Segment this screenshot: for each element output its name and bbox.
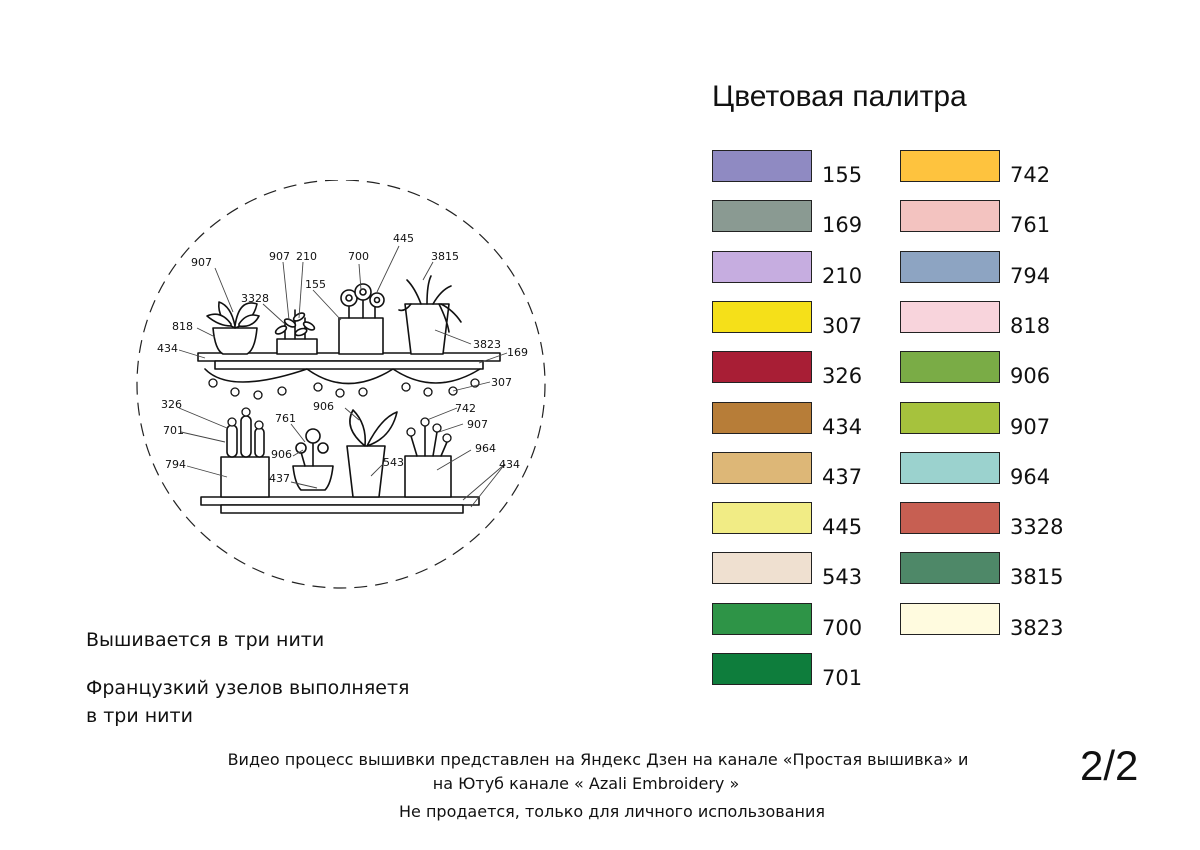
lower-shelf (200, 496, 480, 506)
swatch-code-434: 434 (822, 414, 863, 439)
label-3823: 3823 (473, 338, 501, 351)
label-434: 434 (499, 458, 520, 471)
label-434: 434 (157, 342, 178, 355)
label-794: 794 (165, 458, 186, 471)
label-907: 907 (467, 418, 488, 431)
swatch-code-742: 742 (1010, 163, 1051, 187)
swatch-code-543: 543 (822, 565, 863, 590)
pot-succulent (212, 327, 258, 355)
swatch-169 (712, 200, 812, 233)
label-700: 700 (348, 250, 369, 263)
label-543: 543 (383, 456, 404, 469)
pot-small-leaves (276, 338, 318, 355)
swatch-code-326: 326 (822, 364, 863, 389)
pot-grass (404, 303, 450, 355)
palette-title: Цветовая палитра (712, 80, 967, 113)
pot-berries (404, 455, 452, 498)
swatch-307 (712, 300, 812, 333)
swatch-761 (900, 200, 1000, 233)
footer-video-info-line2: на Ютуб канале « Azali Embroidery » (432, 774, 740, 793)
page-number: 2/2 (1080, 742, 1139, 789)
three-threads-note: Вышивается в три нити (86, 629, 325, 651)
swatch-code-169: 169 (822, 213, 863, 238)
swatch-code-964: 964 (1010, 464, 1051, 489)
swatch-794 (900, 250, 1000, 283)
swatch-434 (712, 401, 812, 434)
swatch-210 (712, 250, 812, 283)
swatch-code-445: 445 (822, 515, 863, 540)
label-907: 907 (269, 250, 290, 263)
footer-license-note: Не продается, только для личного использ… (398, 802, 826, 821)
pot-cactus (220, 456, 270, 498)
label-907: 907 (191, 256, 212, 269)
swatch-code-3815: 3815 (1010, 565, 1064, 590)
label-906: 906 (313, 400, 334, 413)
pot-flowers (338, 317, 384, 355)
pot-flower (292, 465, 334, 491)
swatch-code-3823: 3823 (1010, 615, 1064, 640)
swatch-437 (712, 451, 812, 484)
swatch-543 (712, 552, 812, 585)
swatch-700 (712, 602, 812, 635)
hoop-outline (136, 180, 546, 589)
french-knots-note-line2: в три нити (86, 705, 193, 727)
swatch-155 (712, 150, 812, 182)
swatch-3815 (900, 552, 1000, 585)
swatch-code-155: 155 (822, 163, 863, 187)
swatch-code-761: 761 (1010, 213, 1051, 238)
swatch-code-906: 906 (1010, 364, 1051, 389)
swatch-906 (900, 351, 1000, 384)
pot-tall-leaves (346, 445, 386, 498)
swatch-742 (900, 150, 1000, 182)
swatch-326 (712, 351, 812, 384)
swatch-445 (712, 502, 812, 535)
label-307: 307 (491, 376, 512, 389)
swatch-3328 (900, 502, 1000, 535)
label-906: 906 (271, 448, 292, 461)
french-knots-note-line1: Французкий узелов выполняетя (86, 677, 410, 699)
swatch-701 (712, 653, 812, 685)
label-326: 326 (161, 398, 182, 411)
swatch-code-210: 210 (822, 263, 863, 288)
garland-beads (208, 378, 480, 400)
swatch-code-307: 307 (822, 313, 863, 338)
swatch-code-701: 701 (822, 666, 863, 690)
label-964: 964 (475, 442, 496, 455)
label-3815: 3815 (431, 250, 459, 263)
label-818: 818 (172, 320, 193, 333)
swatch-code-907: 907 (1010, 414, 1051, 439)
swatch-code-437: 437 (822, 464, 863, 489)
swatch-code-794: 794 (1010, 263, 1051, 288)
swatch-3823 (900, 602, 1000, 635)
embroidery-pattern-diagram: 907 3328 818 434 907 210 155 700 445 381… (136, 180, 546, 589)
garland (204, 368, 481, 385)
swatch-964 (900, 451, 1000, 484)
label-742: 742 (455, 402, 476, 415)
label-3328: 3328 (241, 292, 269, 305)
label-445: 445 (393, 232, 414, 245)
swatch-907 (900, 401, 1000, 434)
label-701: 701 (163, 424, 184, 437)
label-155: 155 (305, 278, 326, 291)
footer-video-info-line1: Видео процесс вышивки представлен на Янд… (227, 750, 969, 769)
swatch-code-700: 700 (822, 615, 863, 640)
label-761: 761 (275, 412, 296, 425)
label-437: 437 (269, 472, 290, 485)
swatch-818 (900, 300, 1000, 333)
label-210: 210 (296, 250, 317, 263)
swatch-code-818: 818 (1010, 313, 1051, 338)
label-169: 169 (507, 346, 528, 359)
swatch-code-3328: 3328 (1010, 515, 1064, 540)
